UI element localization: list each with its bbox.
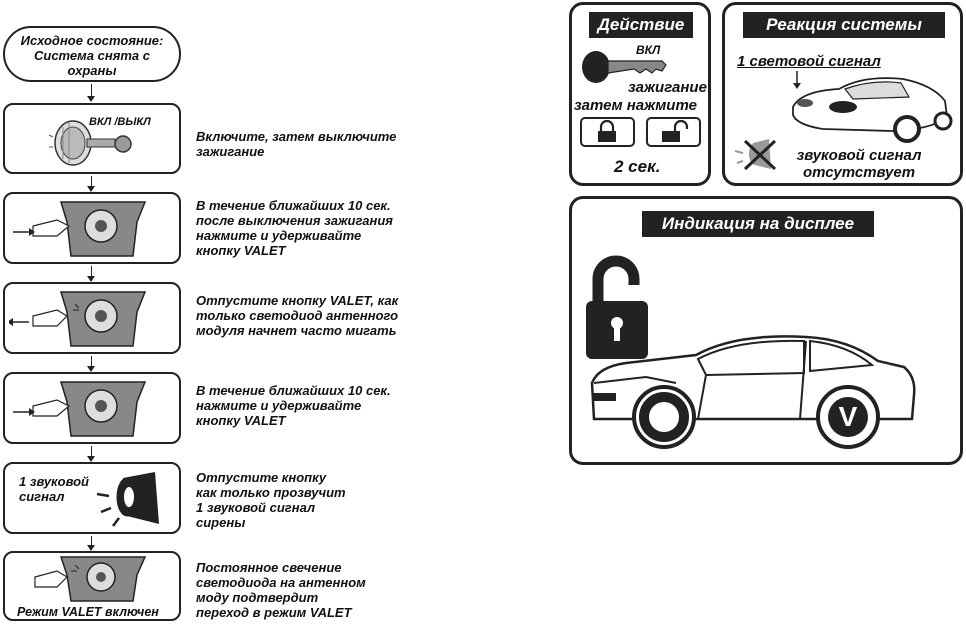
action-line-2: затем нажмите: [574, 97, 697, 114]
action-line-1: зажигание: [628, 79, 707, 96]
flow-arrow: [87, 266, 95, 282]
step3-text: Отпустите кнопку VALET, как только свето…: [196, 293, 398, 338]
ignition-label: ВКЛ /ВЫКЛ: [89, 116, 151, 128]
step5-line-1: Отпустите кнопку: [196, 470, 327, 485]
step4-text: В течение ближайших 10 сек. нажмите и уд…: [196, 383, 391, 428]
start-line-3: охраны: [67, 63, 117, 78]
step6-line-2: светодиода на антенном: [196, 575, 366, 590]
sound-line-2: отсутствует: [802, 164, 916, 181]
start-state-node: Исходное состояние: Система снята с охра…: [3, 26, 181, 82]
no-siren-icon: [735, 139, 777, 171]
step4-line-1: В течение ближайших 10 сек.: [196, 383, 391, 398]
step-valet-on-box: Режим VALET включен: [3, 551, 181, 621]
siren-label-line-1: 1 звуковой: [19, 474, 90, 489]
step-press-valet-again-box: [3, 372, 181, 444]
step1-line-1: Включите, затем выключите: [196, 129, 397, 144]
lock-closed-icon: [598, 119, 616, 142]
step6-text: Постоянное свечение светодиода на антенн…: [196, 560, 366, 620]
sound-line-1: звуковой сигнал: [796, 147, 922, 164]
light-signal-text: 1 световой сигнал: [737, 53, 881, 70]
step6-line-1: Постоянное свечение: [196, 560, 342, 575]
step5-line-4: сирены: [196, 515, 246, 530]
start-line-2: Система снята с: [33, 48, 150, 63]
step2-line-2: после выключения зажигания: [196, 213, 393, 228]
step2-text: В течение ближайших 10 сек. после выключ…: [196, 198, 393, 258]
step5-text: Отпустите кнопку как только прозвучит 1 …: [196, 470, 346, 530]
step6-line-4: переход в режим VALET: [196, 605, 352, 620]
key-label: ВКЛ: [636, 43, 661, 57]
start-line-1: Исходное состояние:: [20, 33, 164, 48]
step3-line-1: Отпустите кнопку VALET, как: [196, 293, 399, 308]
siren-label: 1 звуковой сигнал: [19, 474, 89, 504]
sound-signal-text: звуковой сигнал отсутствует: [789, 147, 929, 181]
step1-line-2: зажигание: [196, 144, 265, 159]
antenna-module-on-icon: [34, 556, 147, 602]
reaction-panel-title: Реакция системы: [743, 12, 945, 38]
flow-arrow: [87, 536, 95, 551]
step-release-valet-box: [3, 282, 181, 354]
sedan-car-icon: [590, 335, 916, 449]
flow-arrow: [87, 84, 95, 102]
valet-badge: V: [828, 397, 868, 437]
siren-label-line-2: сигнал: [19, 489, 65, 504]
step3-line-2: только светодиод антенного: [196, 308, 399, 323]
valet-on-label: Режим VALET включен: [17, 605, 159, 619]
step-siren-box: 1 звуковой сигнал: [3, 462, 181, 534]
step4-line-3: кнопку VALET: [196, 413, 286, 428]
step6-line-3: моду подтвердит: [196, 590, 319, 605]
step2-line-3: нажмите и удерживайте: [196, 228, 362, 243]
action-panel: Действие ВКЛ зажигание затем нажмите 2 с…: [569, 2, 711, 186]
lock-open-icon: [662, 119, 689, 142]
display-panel: Индикация на дисплее V: [569, 196, 963, 465]
step3-line-3: модуля начнет часто мигать: [196, 323, 397, 338]
step2-line-4: кнопку VALET: [196, 243, 286, 258]
step5-line-3: 1 звуковой сигнал: [196, 500, 316, 515]
flow-arrow: [87, 356, 95, 372]
step-ignition-box: ВКЛ /ВЫКЛ: [3, 103, 181, 174]
step2-line-1: В течение ближайших 10 сек.: [196, 198, 391, 213]
flow-arrow: [87, 176, 95, 192]
unlock-button: [646, 117, 701, 147]
flow-arrow: [87, 446, 95, 462]
antenna-module-release-icon: [9, 291, 147, 347]
unlocked-padlock-icon: [586, 255, 648, 359]
key-icon: [582, 51, 667, 83]
antenna-module-press-icon: [13, 381, 147, 437]
siren-icon: [96, 472, 159, 527]
display-panel-title: Индикация на дисплее: [642, 211, 874, 237]
antenna-module-press-icon: [13, 201, 147, 257]
ignition-switch-icon: [48, 120, 132, 166]
action-duration: 2 сек.: [614, 157, 661, 176]
action-panel-title: Действие: [589, 12, 693, 38]
lock-button: [580, 117, 635, 147]
step1-text: Включите, затем выключите зажигание: [196, 129, 396, 159]
reaction-panel: Реакция системы 1 световой сигнал звуков…: [722, 2, 963, 186]
sports-car-icon: [792, 71, 953, 143]
step-press-valet-box: [3, 192, 181, 264]
step4-line-2: нажмите и удерживайте: [196, 398, 362, 413]
step5-line-2: как только прозвучит: [196, 485, 346, 500]
